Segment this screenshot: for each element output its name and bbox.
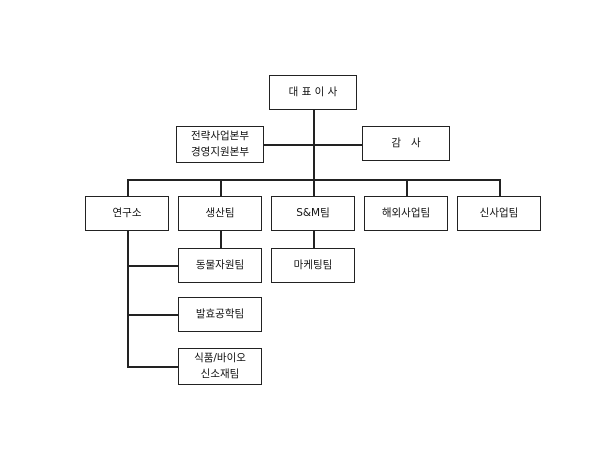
sm-box: S&M팀	[271, 196, 355, 231]
strategy-hq-line2: 경영지원본부	[191, 145, 249, 158]
strategy-hq-box: 전략사업본부 경영지원본부	[176, 126, 264, 163]
connector-research-trunk	[127, 230, 129, 366]
connector-drop-sm	[313, 179, 315, 196]
production-box: 생산팀	[178, 196, 262, 231]
food-bio-line2: 신소재팀	[200, 367, 240, 380]
connector-to-animal-resources	[127, 265, 180, 267]
strategy-hq-line1: 전략사업본부	[191, 130, 249, 143]
food-bio-line1: 식품/바이오	[194, 352, 246, 365]
marketing-label: 마케팅팀	[293, 258, 333, 271]
overseas-label: 해외사업팀	[381, 206, 431, 219]
sm-label: S&M팀	[296, 206, 330, 219]
connector-drop-research	[127, 179, 129, 196]
new-business-label: 신사업팀	[479, 206, 519, 219]
research-label: 연구소	[112, 206, 142, 219]
audit-box: 감 사	[362, 126, 450, 161]
connector-production-down	[220, 230, 222, 248]
research-box: 연구소	[85, 196, 169, 231]
new-business-box: 신사업팀	[457, 196, 541, 231]
animal-resources-label: 동물자원팀	[195, 258, 245, 271]
food-bio-box: 식품/바이오 신소재팀	[178, 348, 262, 385]
connector-staff-row	[263, 144, 362, 146]
ceo-box: 대 표 이 사	[269, 75, 357, 110]
fermentation-label: 발효공학팀	[195, 307, 245, 320]
fermentation-box: 발효공학팀	[178, 297, 262, 332]
connector-sm-down	[313, 230, 315, 248]
marketing-box: 마케팅팀	[271, 248, 355, 283]
audit-label: 감 사	[391, 136, 421, 149]
connector-drop-new-business	[499, 179, 501, 196]
overseas-box: 해외사업팀	[364, 196, 448, 231]
connector-to-food-bio	[127, 366, 180, 368]
connector-drop-production	[220, 179, 222, 196]
connector-to-fermentation	[127, 314, 180, 316]
animal-resources-box: 동물자원팀	[178, 248, 262, 283]
production-label: 생산팀	[205, 206, 235, 219]
ceo-label: 대 표 이 사	[288, 85, 338, 98]
connector-drop-overseas	[406, 179, 408, 196]
